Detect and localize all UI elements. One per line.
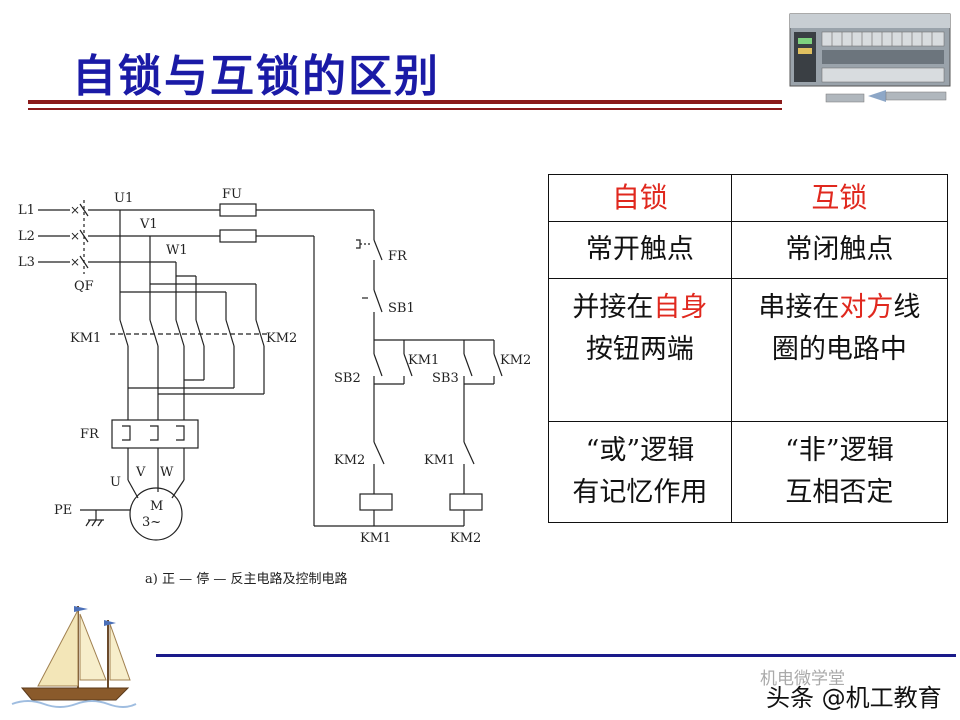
page-title: 自锁与互锁的区别 bbox=[72, 51, 440, 102]
cell-contact-left: 常开触点 bbox=[548, 221, 732, 279]
label-fr-ctrl: FR bbox=[388, 249, 408, 264]
label-km2-coil: KM2 bbox=[450, 531, 481, 546]
label-km2-main: KM2 bbox=[266, 331, 297, 346]
label-l1: L1 bbox=[18, 203, 35, 218]
footer-divider bbox=[156, 654, 956, 657]
plc-module-illustration bbox=[789, 13, 951, 103]
motor-label: M bbox=[150, 499, 163, 514]
cell-connection-left: 并接在自身 按钮两端 bbox=[548, 278, 732, 422]
label-km1-interlock: KM1 bbox=[424, 453, 455, 468]
watermark-top: 机电微学堂 bbox=[760, 669, 845, 689]
sailboat-illustration bbox=[11, 606, 137, 708]
label-w1: W1 bbox=[166, 243, 188, 258]
label-v1: V1 bbox=[139, 217, 158, 232]
label-km1-aux: KM1 bbox=[408, 353, 439, 368]
label-km2-aux: KM2 bbox=[500, 353, 531, 368]
label-u: U bbox=[110, 475, 121, 490]
label-sb1: SB1 bbox=[388, 301, 415, 316]
header-self-lock: 自锁 bbox=[548, 174, 732, 222]
label-km1-coil: KM1 bbox=[360, 531, 391, 546]
watermark-bottom: 头条 @机工教育 bbox=[766, 684, 942, 712]
label-fr-main: FR bbox=[80, 427, 100, 442]
label-pe: PE bbox=[54, 503, 72, 518]
table-row: 常开触点 常闭触点 bbox=[548, 221, 949, 279]
label-l3: L3 bbox=[18, 255, 35, 270]
motor-forward-reverse-circuit: L1 L2 L3 × × × QF U1 V1 W1 FU KM1 KM2 FR… bbox=[18, 187, 531, 546]
label-u1: U1 bbox=[114, 191, 133, 206]
header-interlock: 互锁 bbox=[730, 174, 949, 222]
label-l2: L2 bbox=[18, 229, 35, 244]
table-row: 并接在自身 按钮两端 串接在对方线 圈的电路中 bbox=[548, 278, 949, 422]
svg-text:×: × bbox=[70, 229, 80, 243]
table-row: “或”逻辑有记忆作用 “非”逻辑互相否定 bbox=[548, 421, 949, 523]
cell-logic-left: “或”逻辑有记忆作用 bbox=[548, 421, 732, 523]
table-row: 自锁 互锁 bbox=[548, 174, 949, 222]
cell-connection-right: 串接在对方线 圈的电路中 bbox=[730, 278, 949, 422]
label-km1-main: KM1 bbox=[70, 331, 101, 346]
label-w: W bbox=[160, 465, 174, 480]
label-km2-interlock: KM2 bbox=[334, 453, 365, 468]
svg-text:×: × bbox=[70, 255, 80, 269]
title-divider-thin bbox=[28, 108, 782, 110]
label-sb2: SB2 bbox=[334, 371, 361, 386]
label-v: V bbox=[135, 465, 146, 480]
cell-logic-right: “非”逻辑互相否定 bbox=[730, 421, 949, 523]
title-divider bbox=[28, 100, 782, 104]
label-sb3: SB3 bbox=[432, 371, 459, 386]
label-fu: FU bbox=[222, 187, 242, 202]
motor-sub: 3~ bbox=[142, 515, 161, 530]
svg-text:×: × bbox=[70, 203, 80, 217]
comparison-table: 自锁 互锁 常开触点 常闭触点 并接在自身 按钮两端 串接在对方线 圈的电路中 … bbox=[548, 174, 949, 523]
label-qf: QF bbox=[74, 279, 94, 294]
circuit-caption: a) 正 — 停 — 反主电路及控制电路 bbox=[145, 572, 348, 587]
cell-contact-right: 常闭触点 bbox=[730, 221, 949, 279]
